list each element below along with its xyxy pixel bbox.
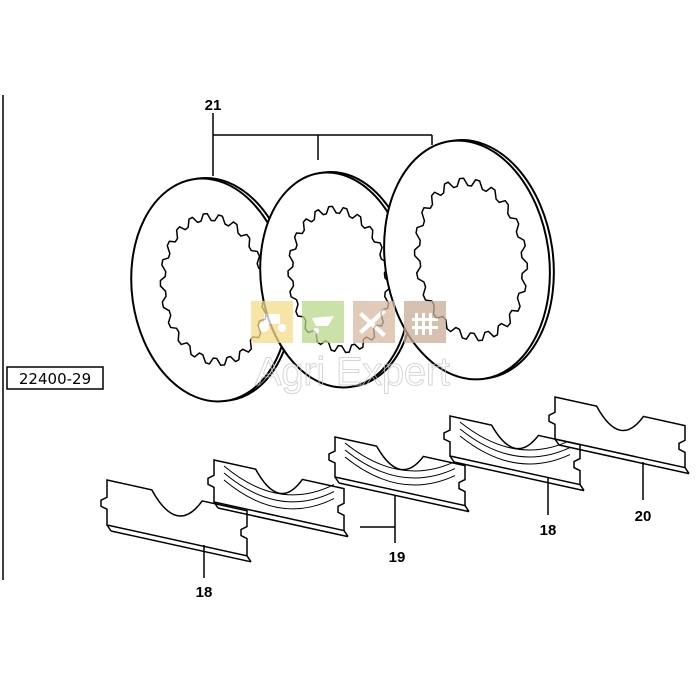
brake-plate <box>100 479 252 563</box>
reference-code: 22400-29 <box>19 370 91 388</box>
reference-code-box: 22400-29 <box>6 366 104 390</box>
friction-pad <box>443 415 585 492</box>
lower-leaders <box>203 462 644 578</box>
callout-18-right: 18 <box>540 522 557 539</box>
friction-pad <box>328 436 470 513</box>
brake-plates <box>100 396 690 563</box>
callout-20: 20 <box>635 508 652 525</box>
callout-19: 19 <box>389 549 406 566</box>
callout-18-left: 18 <box>196 584 213 601</box>
clutch-discs <box>130 139 555 403</box>
clutch-disc <box>130 177 294 403</box>
watermark-text: Agri Expert <box>255 350 450 394</box>
callout-21: 21 <box>205 97 222 114</box>
watermark-logo: Agri Expert <box>251 301 451 395</box>
friction-pad <box>207 459 349 538</box>
brake-plate <box>548 396 690 475</box>
leader-21 <box>212 113 433 176</box>
